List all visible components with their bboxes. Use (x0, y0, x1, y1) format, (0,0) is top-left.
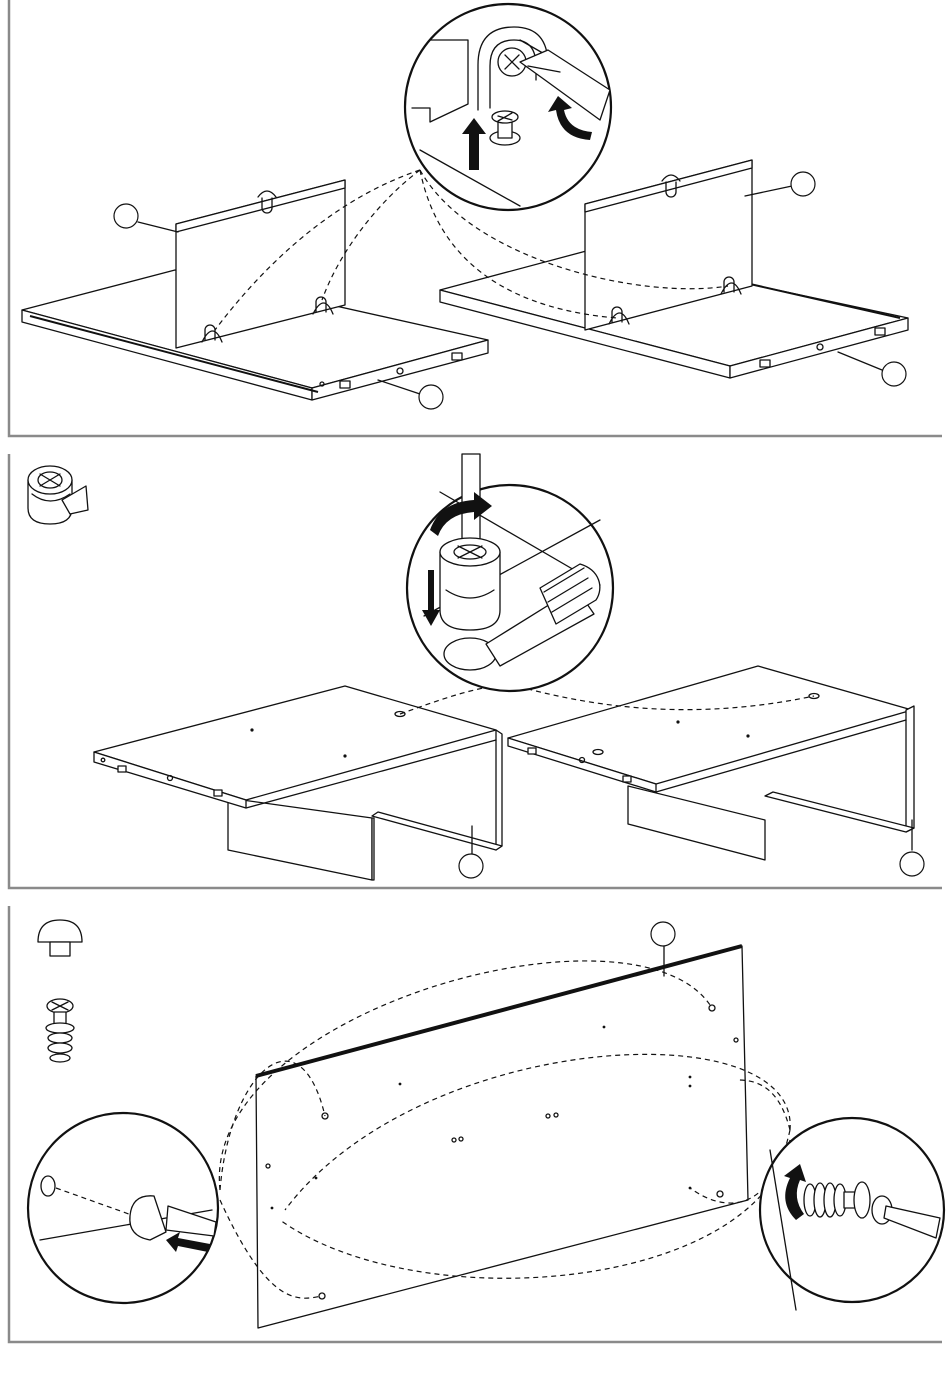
dowel-6 (214, 790, 222, 796)
plastic-cap-icon (38, 920, 82, 956)
left-desk-top (94, 686, 496, 800)
step-2-diagram (0, 440, 950, 890)
callout-leader-2 (378, 380, 420, 394)
callout-circle-1 (114, 204, 138, 228)
right-desk-assembly (508, 666, 914, 860)
dowel-7 (528, 748, 536, 754)
callout-circle-3 (791, 172, 815, 196)
magnifier-cam-dowel (760, 1118, 944, 1310)
step-3-diagram (0, 890, 950, 1350)
cap-hole (41, 1176, 55, 1196)
callout-circle-4 (882, 362, 906, 386)
right-desk-top (508, 666, 912, 784)
right-front-leg (628, 786, 765, 860)
dowel-5 (118, 766, 126, 772)
left-shelf-assembly (22, 180, 488, 400)
callout-circle-2 (419, 385, 443, 409)
cam-dowel-icon (46, 999, 74, 1062)
magnifier-cam-lock (407, 454, 613, 691)
magnifier-cam-bolt (405, 4, 611, 210)
callout-circle-7 (651, 922, 675, 946)
dowel-8 (623, 776, 631, 782)
callout-circle-5 (459, 854, 483, 878)
callout-leader-1 (138, 222, 178, 232)
dowel-2 (452, 353, 462, 360)
callout-leader-4 (838, 352, 882, 370)
right-end-panel (906, 706, 914, 832)
dowel-3 (760, 360, 770, 367)
magnifier-cap-insert (28, 1113, 218, 1303)
step-1-panel (0, 0, 950, 440)
dowel-1 (340, 381, 350, 388)
left-desk-assembly (94, 686, 502, 880)
left-end-panel (496, 730, 502, 850)
step-2-panel (0, 440, 950, 890)
back-panel (256, 946, 748, 1328)
dowel-4 (875, 328, 885, 335)
step-1-diagram (0, 0, 950, 440)
left-front-leg (228, 798, 372, 880)
step-3-panel (0, 890, 950, 1350)
callout-circle-6 (900, 852, 924, 876)
cam-lock-icon (28, 466, 88, 524)
